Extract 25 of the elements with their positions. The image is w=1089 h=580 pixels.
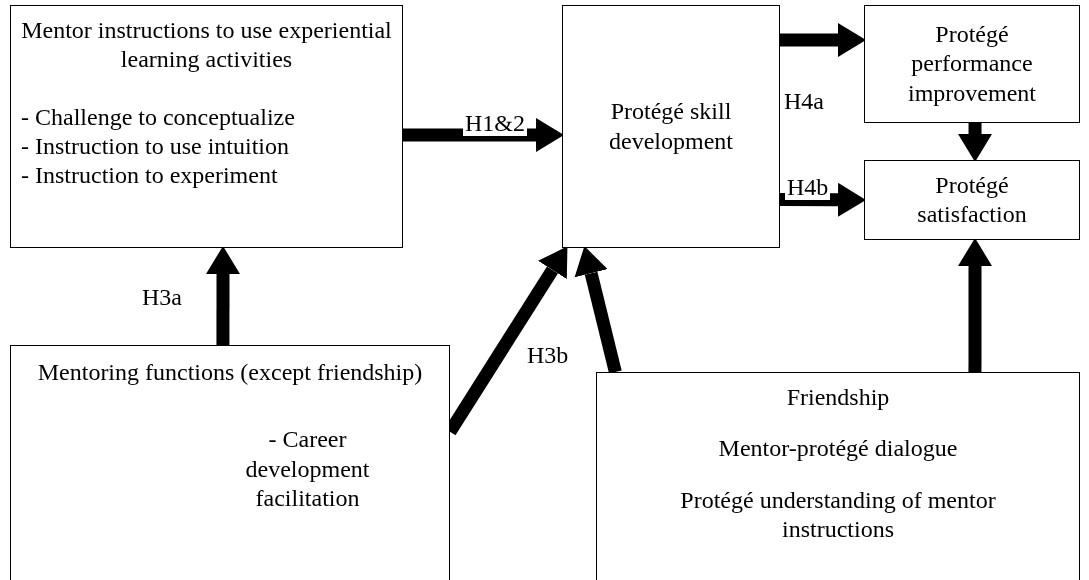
concept-box (864, 5, 1080, 123)
box-text: - Instruction to experiment (21, 161, 279, 191)
arrow (206, 246, 240, 345)
concept-box (10, 5, 403, 248)
box-heading: Mentor instructions to use experiential learning activities (21, 16, 392, 75)
box-heading: Protégé satisfaction (916, 170, 1028, 229)
arrow (403, 118, 564, 152)
concept-box (562, 5, 780, 248)
box-heading: Protégé skill development (608, 97, 734, 156)
concept-box (10, 345, 450, 580)
arrow (780, 23, 866, 58)
concept-box (864, 160, 1080, 240)
box-text: Protégé understanding of mentor instructions (679, 485, 997, 544)
box-text: Mentor-protégé dialogue (717, 434, 959, 464)
arrow (574, 246, 622, 374)
box-text: - Instruction to use intuition (21, 131, 290, 161)
arrow (958, 238, 992, 372)
box-text: - Career development facilitation (244, 425, 371, 513)
arrow (958, 123, 992, 162)
box-heading: Friendship (785, 383, 891, 412)
box-heading: Mentoring functions (except friendship) (36, 358, 424, 387)
arrow (779, 182, 866, 217)
concept-box (596, 372, 1080, 580)
box-text: - Challenge to conceptualize (21, 102, 296, 132)
box-heading: Protégé performance improvement (907, 20, 1037, 108)
